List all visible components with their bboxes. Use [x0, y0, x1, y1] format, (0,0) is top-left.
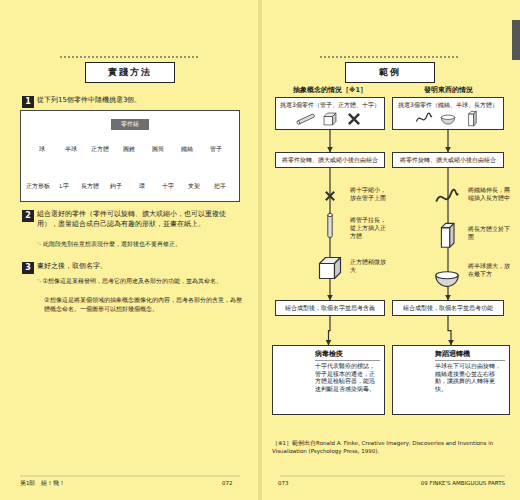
- part-icon: [441, 115, 455, 124]
- part-icon: [328, 213, 332, 237]
- footer-rule: [20, 476, 240, 477]
- flow-arrow: [447, 130, 448, 152]
- node-text: 組合成型後，取個名字並思考含義: [280, 304, 380, 312]
- flow-arrow: [329, 316, 331, 345]
- callout-text: 將管子拉長，從上方插入正方體: [350, 216, 388, 240]
- part-icon: [349, 114, 359, 124]
- page-number: 073: [278, 480, 298, 488]
- node-heading: 病毒檢疫: [315, 350, 380, 361]
- result-box: 舞蹈迴轉機半球在下可以自由旋轉，鐵絲連接重心並左右移動，讓跳舞的人轉得更快。: [392, 345, 510, 415]
- part-name: 球: [27, 146, 57, 154]
- callout-text: 將十字縮小，放在管子上面: [350, 186, 388, 202]
- section-header: 範例: [345, 62, 435, 83]
- part-icon: [469, 111, 477, 125]
- part-name: 圓錐: [114, 146, 144, 154]
- node-text: 範例: [348, 66, 432, 79]
- part-icon: [441, 223, 454, 247]
- box-frame: 挑選3個零件（管子、正方體、十字）: [275, 97, 385, 130]
- process-box: 將零件旋轉、擴大或縮小後自由組合: [275, 152, 385, 168]
- footer-text: 第1部 組！飛！: [20, 480, 140, 488]
- part-name: 正方體: [85, 146, 115, 154]
- part-icon: [326, 192, 334, 200]
- page-number: 072: [222, 480, 242, 488]
- node-text: 挑選3個零件（鐵絲、半球、長方體）: [397, 101, 499, 109]
- gutter: [258, 0, 262, 500]
- part-name: 環: [129, 183, 155, 191]
- node-text: 組合成型後，取個名字並思考功能: [397, 304, 499, 312]
- part-icon: [416, 113, 431, 121]
- step-text: 組合選好的零件（零件可以旋轉、擴大或縮小，也可以重複使用），盡量組合成自己認為有…: [37, 210, 242, 230]
- node-heading: 舞蹈迴轉機: [435, 350, 505, 361]
- node-text: 將零件旋轉、擴大或縮小後自由組合: [280, 156, 380, 164]
- note-text: ②想像這是將某個領域的抽象概念圖像化的內容，思考各部分的含意，為整體概念命名。一…: [44, 296, 242, 313]
- node-text: 半球在下可以自由旋轉，鐵絲連接重心並左右移動，讓跳舞的人轉得更快。: [435, 363, 505, 394]
- part-name: 管子: [201, 146, 231, 154]
- flow-arrow: [329, 130, 330, 152]
- part-icon: [296, 113, 314, 124]
- flow-arrow: [448, 316, 451, 345]
- node-text: 零件組: [111, 119, 149, 130]
- callout-text: 將長方體立於下面: [468, 225, 514, 241]
- footer-text: 09 FINKE'S AMBIGUOUS PARTS: [380, 480, 505, 488]
- node-heading: 發明東西的情況: [392, 86, 504, 95]
- process-box: 組合成型後，取個名字並思考功能: [392, 300, 504, 316]
- part-name: 長方體: [77, 183, 103, 191]
- part-name: 支架: [181, 183, 207, 191]
- result-box: 病毒檢疫十字代表醫療的標誌，管子是樣本的通道，正方體是檢驗容器，能迅速判斷是否感…: [272, 345, 385, 415]
- note-text: ☞此階段先別在意想表現什麼，選好後也不要再修正。: [37, 240, 242, 249]
- step-number: 1: [22, 96, 34, 108]
- section-header: 實踐方法: [85, 62, 175, 83]
- box-frame: 挑選3個零件（鐵絲、半球、長方體）: [392, 97, 504, 130]
- footer-rule: [280, 476, 505, 477]
- step-number: 2: [22, 210, 34, 222]
- process-box: 將零件旋轉、擴大或縮小後自由組合: [392, 152, 504, 168]
- header-rule: [60, 57, 200, 58]
- part-icon: [320, 258, 341, 279]
- column-start-box: 發明東西的情況挑選3個零件（鐵絲、半球、長方體）: [392, 86, 504, 130]
- callout-text: 將鐵絲伸長，兩端插入長方體中: [468, 186, 514, 202]
- node-text: 將零件旋轉、擴大或縮小後自由組合: [397, 156, 499, 164]
- step-number: 3: [22, 262, 34, 274]
- note-text: ☞①想像這是某種發明，思考它的用途及各部分的功能，並為其命名。: [37, 277, 242, 286]
- part-name: 正方形板: [25, 183, 51, 191]
- part-icon: [324, 113, 336, 125]
- part-name: 十字: [155, 183, 181, 191]
- part-icon: [436, 190, 458, 202]
- step-text: 畫好之後，取個名字。: [37, 262, 242, 272]
- node-text: 十字代表醫療的標誌，管子是樣本的通道，正方體是檢驗容器，能迅速判斷是否感染病毒。: [315, 363, 380, 394]
- part-icons: [282, 109, 378, 129]
- parts-panel: 零件組: [20, 110, 240, 202]
- node-text: 實踐方法: [88, 66, 172, 79]
- part-name: 鉤子: [103, 183, 129, 191]
- callout-text: 正方體稍微放大: [350, 258, 388, 274]
- step-text: 從下列15個零件中隨機挑選3個。: [37, 96, 237, 106]
- node-heading: 抽象概念的情況［※1］: [275, 86, 385, 95]
- header-rule: [320, 57, 460, 58]
- node-text: 挑選3個零件（管子、正方體、十字）: [280, 101, 380, 109]
- part-icon: [436, 272, 458, 287]
- callout-text: 將半球擴大，放在最下方: [468, 262, 514, 278]
- side-tab: [512, 20, 520, 60]
- part-name: 圓筒: [143, 146, 173, 154]
- part-name: 半球: [56, 146, 86, 154]
- part-name: 把手: [207, 183, 233, 191]
- process-box: 組合成型後，取個名字並思考含義: [275, 300, 385, 316]
- part-icons: [400, 109, 496, 129]
- footnote: ［※1］範例出自Ronald A. Finke, Creative Imager…: [272, 440, 510, 455]
- part-name: 鐵絲: [172, 146, 202, 154]
- column-start-box: 抽象概念的情況［※1］ 挑選3個零件（管子、正方體、十字）: [275, 86, 385, 130]
- part-name: L字: [51, 183, 77, 191]
